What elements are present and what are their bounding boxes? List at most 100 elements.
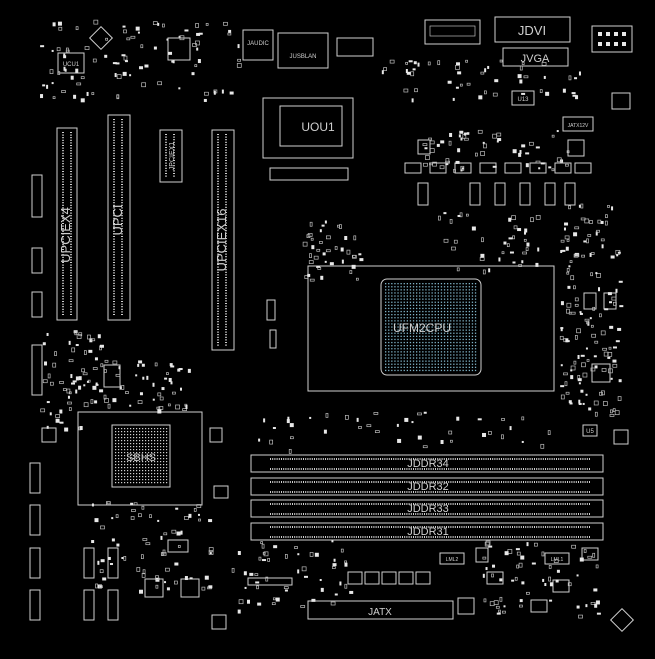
smd-pad	[509, 251, 514, 254]
smd-pad	[523, 238, 527, 242]
smd-pad	[97, 584, 102, 589]
smd-pad	[443, 212, 447, 215]
smd-pad	[116, 543, 120, 547]
smd-pad	[178, 368, 183, 371]
usb-lan-connector[interactable]: JUSBLAN	[277, 32, 329, 69]
smd-pad	[492, 564, 496, 568]
smd-pad	[460, 137, 463, 141]
smd-pad	[604, 308, 609, 311]
smd-pad	[613, 301, 617, 306]
smd-pad	[258, 438, 261, 442]
smd-pad	[481, 237, 484, 243]
smd-pad	[449, 132, 453, 137]
smd-pad	[262, 552, 266, 555]
smd-pad	[136, 567, 141, 572]
smd-pad	[75, 389, 78, 394]
smd-pad	[311, 598, 316, 602]
smd-pad	[227, 32, 232, 36]
smd-pad	[482, 141, 485, 144]
smd-pad	[580, 389, 584, 393]
smd-pad	[341, 259, 344, 264]
dimm-slot-33[interactable]: JDDR33	[250, 499, 604, 518]
smd-pad	[316, 248, 321, 252]
smd-pad	[575, 95, 579, 100]
smd-pad	[42, 379, 48, 384]
smd-pad	[262, 559, 267, 562]
smd-pad	[123, 29, 127, 34]
smd-pad	[559, 335, 564, 340]
smd-pad	[526, 591, 530, 595]
atx12v-connector[interactable]: JATX12V	[562, 116, 594, 132]
smd-pad	[157, 519, 160, 522]
vrm-components	[404, 92, 631, 206]
hdmi-header[interactable]	[424, 19, 481, 45]
pcie-x4-slot[interactable]: UPCIEX4	[56, 127, 78, 321]
smd-pad	[581, 362, 586, 368]
smd-pad	[590, 367, 596, 372]
smd-pad	[116, 74, 122, 79]
smd-pad	[44, 361, 48, 366]
atx-power-connector[interactable]: JATX	[307, 600, 454, 620]
smd-pad	[544, 583, 547, 587]
smd-pad	[49, 412, 52, 416]
smd-pad	[537, 247, 540, 252]
dimm-slot-34[interactable]: JDDR34	[250, 454, 604, 473]
smd-pad	[542, 578, 545, 582]
smd-pad	[518, 152, 522, 157]
smd-pad	[99, 389, 104, 393]
bios-chip: UOU1	[262, 97, 354, 181]
smd-pad	[578, 614, 583, 619]
smd-pad	[106, 501, 111, 505]
smd-pad	[403, 88, 409, 93]
smd-pad	[560, 328, 563, 332]
smd-pad	[154, 362, 158, 367]
smd-pad	[450, 439, 453, 443]
smd-pad	[82, 372, 88, 376]
audio-connector[interactable]: JAUDIC	[242, 29, 274, 61]
smd-pad	[57, 21, 62, 26]
smd-pad	[516, 564, 519, 569]
smd-pad	[254, 573, 259, 576]
smd-pad	[589, 317, 592, 320]
smd-pad	[437, 60, 441, 66]
smd-pad	[574, 303, 579, 307]
lml2-inductor: LML2	[439, 552, 465, 565]
smd-pad	[205, 23, 209, 26]
smd-pad	[99, 344, 104, 348]
smd-pad	[602, 401, 608, 406]
smd-pad	[309, 278, 315, 282]
smd-pad	[249, 572, 254, 576]
smd-pad	[465, 59, 468, 63]
smd-pad	[591, 333, 596, 338]
smd-pad	[440, 140, 445, 144]
right-top-header[interactable]	[591, 25, 633, 53]
dvi-connector[interactable]: JDVI	[494, 16, 571, 43]
smd-pad	[518, 562, 523, 568]
smd-pad	[608, 368, 613, 374]
smd-pad	[334, 246, 338, 250]
smd-pad	[404, 417, 409, 422]
bottom-components	[247, 299, 635, 633]
usb-header-top[interactable]	[336, 37, 374, 57]
smd-pad	[422, 143, 428, 146]
smd-pad	[519, 149, 522, 154]
smd-pad	[70, 374, 73, 379]
smd-pad	[483, 598, 487, 603]
pcie-x1-slot[interactable]: JPCIEX1	[159, 129, 183, 183]
smd-pad	[167, 403, 171, 407]
smd-pad	[320, 587, 324, 592]
smd-pad	[97, 560, 100, 565]
smd-pad	[272, 427, 276, 430]
dimm-slot-31[interactable]: JDDR31	[250, 522, 604, 541]
pci-slot[interactable]: UPCI	[107, 114, 131, 321]
vga-connector[interactable]: JVGA	[502, 47, 569, 67]
pcie-x16-slot[interactable]: UPCIEX16	[211, 129, 235, 351]
smd-pad	[123, 55, 128, 61]
smd-pad	[112, 398, 117, 403]
smd-pad	[289, 423, 294, 428]
smd-pad	[141, 554, 144, 559]
smd-pad	[177, 368, 181, 372]
smd-pad	[568, 311, 572, 315]
dimm-slot-32[interactable]: JDDR32	[250, 477, 604, 496]
usb-lan-label: JUSBLAN	[289, 54, 316, 60]
